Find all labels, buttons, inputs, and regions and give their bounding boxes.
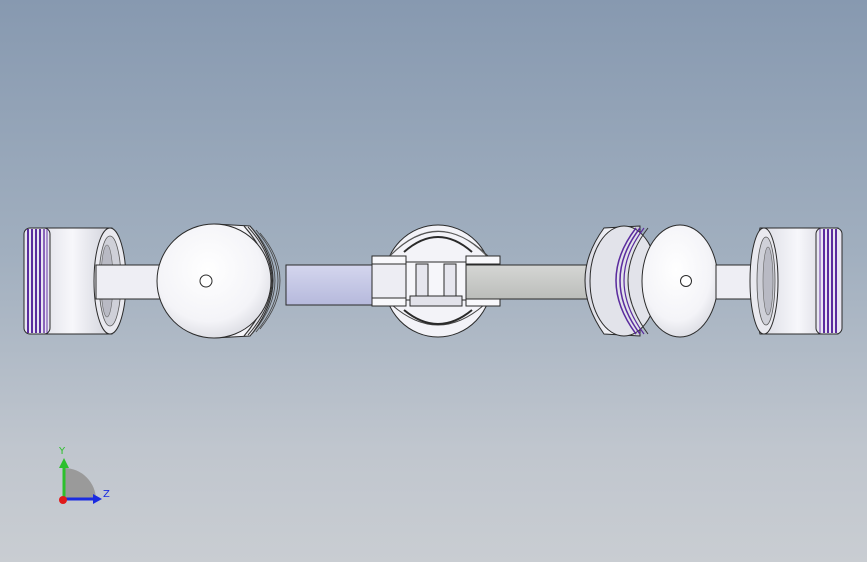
y-axis-label: Y	[58, 446, 66, 457]
left-inner-piston[interactable]	[156, 223, 281, 339]
x-axis-point	[59, 496, 67, 504]
right-main-connecting-rod[interactable]	[465, 264, 593, 300]
z-axis-label: Z	[103, 489, 110, 500]
left-outer-piston-rings	[23, 227, 51, 335]
left-piston-pin-hole	[199, 274, 213, 288]
left-outer-connecting-rod[interactable]	[95, 264, 165, 300]
right-piston-pin-hole	[680, 275, 692, 287]
right-outer-piston[interactable]	[749, 227, 843, 335]
right-inner-piston[interactable]	[584, 224, 719, 338]
triad-quadrant	[64, 468, 96, 500]
right-outer-piston-rings	[815, 227, 843, 335]
